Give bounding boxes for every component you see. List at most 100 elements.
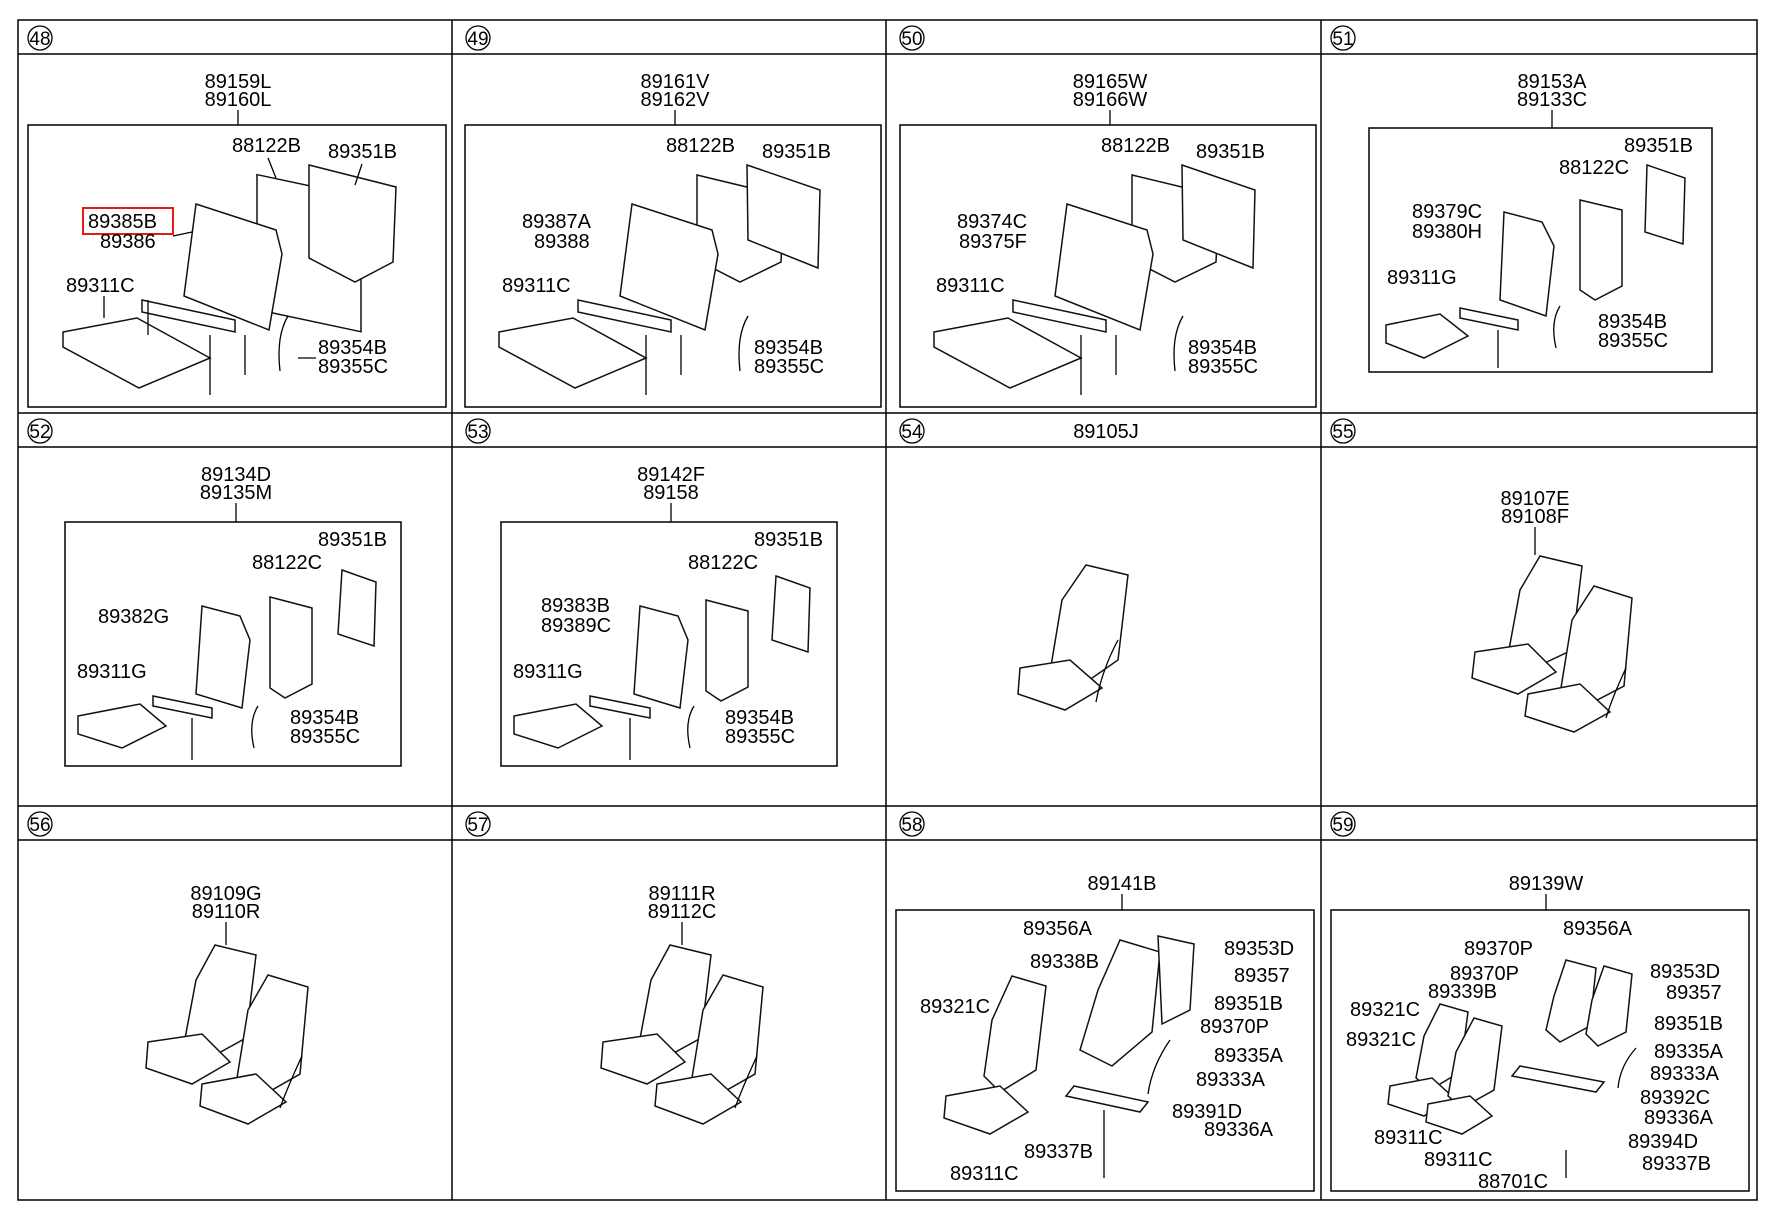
panel-grid: [17, 19, 1758, 1201]
panel-49: 49 89161V 89162V 88122B 89351B 89387A 89…: [464, 25, 882, 408]
part-label: 89353D: [1224, 938, 1294, 960]
panel-55: 55 89107E 89108F: [1330, 418, 1633, 733]
part-label: 89336A: [1204, 1119, 1274, 1141]
panel-number-circle: [27, 25, 53, 51]
part-label: 89388: [534, 231, 590, 253]
part-label: 89351B: [328, 141, 397, 163]
assembly-frame: [899, 124, 1317, 408]
panel-59: 59 89139W 89356A 89370P 89353D 89370P 89…: [1330, 811, 1750, 1193]
panel-number: 54: [901, 422, 923, 443]
part-label: 88122B: [232, 135, 301, 157]
part-label: 89354B: [754, 337, 823, 359]
seat-drawing: [62, 164, 397, 395]
panel-caption-line2: 89135M: [200, 482, 272, 504]
part-label: 89355C: [1188, 356, 1258, 378]
panel-48: 48 89159L 89160L 88122B 89351B 89385B 89…: [27, 25, 447, 408]
panel-number: 57: [467, 815, 488, 836]
panel-number: 50: [901, 29, 922, 50]
part-label: 88122C: [688, 552, 758, 574]
panel-caption-line2: 89166W: [1073, 89, 1148, 111]
part-label: 89392C: [1640, 1087, 1710, 1109]
highlighted-part-box: [82, 207, 174, 235]
part-label: 89355C: [725, 726, 795, 748]
part-label: 89321C: [1346, 1029, 1416, 1051]
panel-number: 49: [467, 29, 488, 50]
assembly-frame: [895, 909, 1315, 1192]
part-label: 89311G: [1387, 267, 1457, 289]
part-label: 89351B: [762, 141, 831, 163]
part-label: 89383B: [541, 595, 610, 617]
seat-drawing: [1385, 163, 1686, 368]
part-label: 89337B: [1024, 1141, 1093, 1163]
part-label: 89339B: [1428, 981, 1497, 1003]
part-label: 89382G: [98, 606, 169, 628]
panel-caption-line1: 89107E: [1501, 488, 1570, 510]
part-label: 89321C: [920, 996, 990, 1018]
part-label: 89338B: [1030, 951, 1099, 973]
part-label: 89374C: [957, 211, 1027, 233]
panel-caption-line1: 89111R: [648, 883, 715, 905]
part-label: 88122C: [1559, 157, 1629, 179]
panel-caption-line1: 89139W: [1509, 873, 1584, 895]
part-label: 89370P: [1200, 1016, 1269, 1038]
panel-number: 56: [29, 815, 50, 836]
panel-54: 54 89105J: [899, 418, 1139, 711]
seat-drawing: [145, 944, 309, 1125]
panel-50: 50 89165W 89166W 88122B 89351B 89374C 89…: [899, 25, 1317, 408]
part-label: 89336A: [1644, 1107, 1714, 1129]
part-label: 89354B: [318, 337, 387, 359]
panel-number: 48: [29, 29, 50, 50]
part-label: 89375F: [959, 231, 1027, 253]
part-label: 89355C: [318, 356, 388, 378]
panel-number: 53: [467, 422, 488, 443]
part-label: 89351B: [1196, 141, 1265, 163]
part-label: 89321C: [1350, 999, 1420, 1021]
panel-caption-line1: 89153A: [1518, 71, 1588, 93]
part-label: 88122B: [1101, 135, 1170, 157]
panel-caption-line1: 89142F: [637, 464, 705, 486]
part-label: 89354B: [725, 707, 794, 729]
panel-caption-line2: 89108F: [1501, 506, 1569, 528]
part-label: 89355C: [1598, 330, 1668, 352]
part-label: 89387A: [522, 211, 592, 233]
panel-caption-line1: 89161V: [641, 71, 711, 93]
part-label: 89335A: [1214, 1045, 1284, 1067]
seat-drawing: [498, 163, 821, 395]
panel-caption-line1: 89159L: [205, 71, 272, 93]
part-label: 89311C: [66, 275, 135, 297]
panel-caption-line1: 89134D: [201, 464, 271, 486]
part-label: 89351B: [1214, 993, 1283, 1015]
part-label: 89351B: [754, 529, 823, 551]
panel-number: 51: [1332, 29, 1353, 50]
seat-drawing: [943, 935, 1195, 1178]
part-label: 89370P: [1464, 938, 1533, 960]
assembly-frame: [500, 521, 838, 767]
panel-caption-line2: 89160L: [205, 89, 272, 111]
assembly-frame: [1330, 909, 1750, 1192]
part-label: 89356A: [1563, 918, 1633, 940]
assembly-frame: [464, 124, 882, 408]
panel-57: 57 89111R 89112C: [465, 811, 764, 1125]
part-label: 89351B: [1654, 1013, 1723, 1035]
panel-56: 56 89109G 89110R: [27, 811, 309, 1125]
seat-drawing: [1017, 564, 1129, 711]
part-label: 89311G: [77, 661, 147, 683]
panel-caption-line1: 89141B: [1088, 873, 1157, 895]
panel-number: 55: [1332, 422, 1353, 443]
part-label: 89357: [1234, 965, 1290, 987]
panel-number: 52: [29, 422, 50, 443]
part-label: 89354B: [290, 707, 359, 729]
part-label: 89353D: [1650, 961, 1720, 983]
assembly-frame: [64, 521, 402, 767]
seat-drawing: [600, 944, 764, 1125]
seat-drawing: [1471, 555, 1633, 733]
panel-number: 58: [901, 815, 922, 836]
part-label: 89391D: [1172, 1101, 1242, 1123]
part-label: 89311C: [1424, 1149, 1493, 1171]
part-label: 89354B: [1598, 311, 1667, 333]
part-label: 89351B: [318, 529, 387, 551]
part-label: 89311C: [502, 275, 571, 297]
seat-drawing: [77, 568, 377, 760]
part-label: 88122B: [666, 135, 735, 157]
